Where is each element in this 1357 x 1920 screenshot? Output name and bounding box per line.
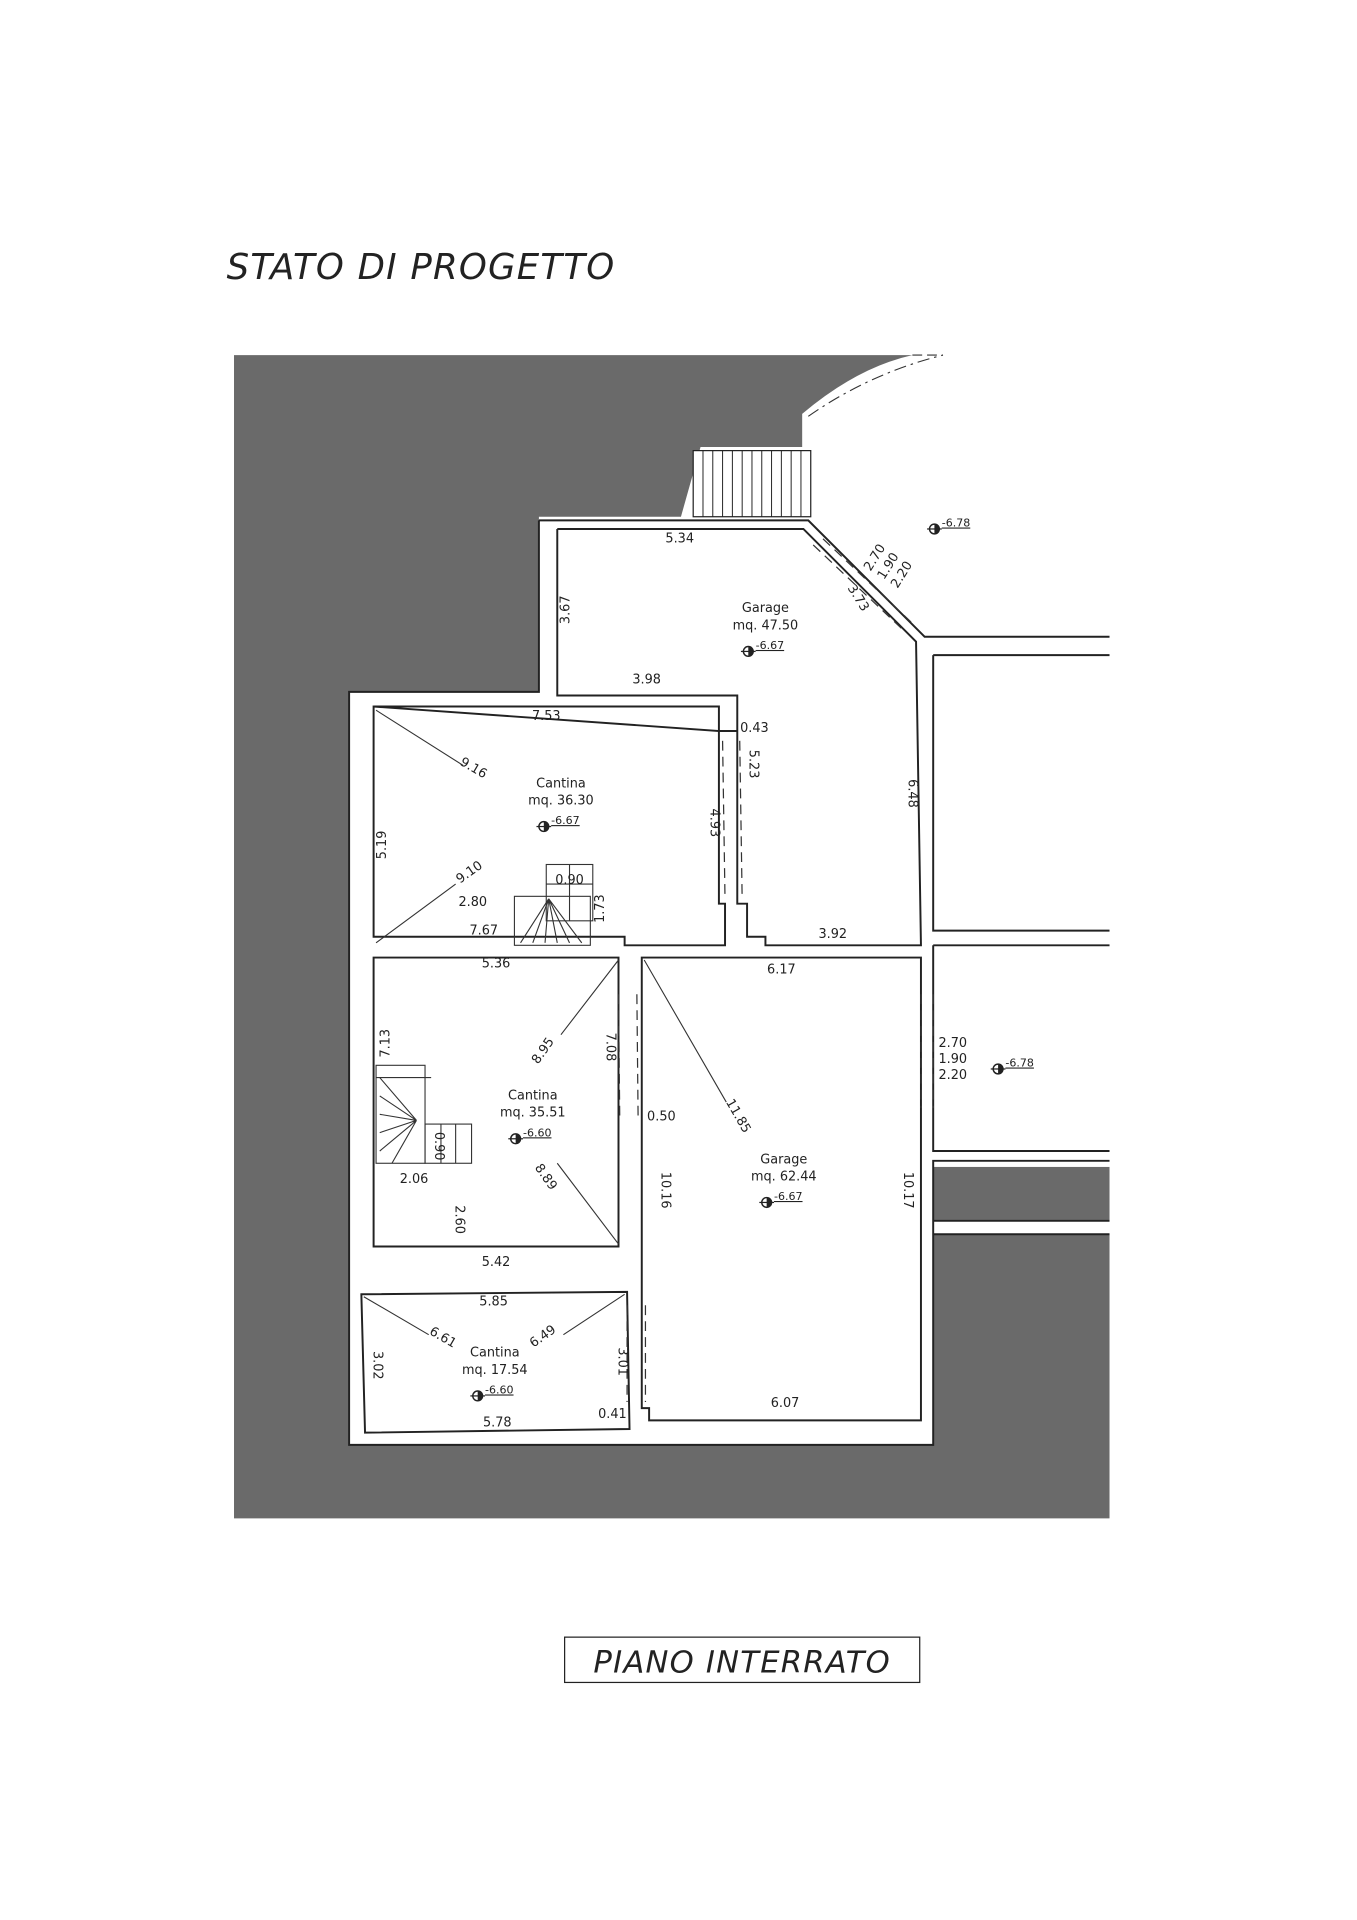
- room-area: mq. 47.50: [733, 618, 799, 633]
- footer-label: PIANO INTERRATO: [593, 1646, 891, 1681]
- dimension-label: 10.17: [900, 1172, 915, 1209]
- dimension-label: 9.10: [454, 858, 486, 887]
- room-elevation: -6.67: [551, 814, 580, 827]
- dimension-label: 5.23: [746, 750, 761, 779]
- elevation-marker-icon: [740, 645, 756, 658]
- dimension-label: 6.49: [527, 1322, 559, 1351]
- dimension-label: 3.92: [818, 927, 847, 942]
- dimension-label: 2.60: [452, 1205, 467, 1234]
- exterior-elevation: -6.78: [1005, 1057, 1034, 1070]
- elevation-marker-icon: [759, 1196, 775, 1209]
- elevation-marker-icon: [990, 1063, 1006, 1075]
- dimension-label: 3.98: [632, 672, 661, 687]
- room-name: Garage: [742, 601, 789, 616]
- property-curve: [807, 354, 944, 417]
- room-area: mq. 17.54: [462, 1363, 528, 1378]
- elevation-marker-icon: [508, 1133, 523, 1145]
- dimension-label: 6.17: [767, 962, 796, 977]
- room-name: Garage: [760, 1152, 807, 1167]
- room-elevation: -6.67: [756, 639, 785, 652]
- dimension-label: 5.34: [665, 531, 694, 546]
- elevation-marker-icon: [470, 1390, 486, 1402]
- terrain-band: [933, 1166, 1110, 1221]
- room-area: mq. 36.30: [528, 793, 594, 808]
- elevation-marker-icon: [927, 523, 942, 535]
- room-name: Cantina: [536, 776, 586, 791]
- dimension-label: 0.50: [647, 1109, 676, 1124]
- dimension-label: 5.36: [482, 956, 511, 971]
- room-elevation: -6.60: [485, 1383, 514, 1396]
- walls: [348, 519, 1110, 1446]
- room-name: Cantina: [470, 1346, 520, 1361]
- dimension-label: 2.06: [400, 1172, 429, 1187]
- room-area: mq. 35.51: [500, 1106, 566, 1121]
- dimension-label: 3.02: [370, 1351, 385, 1380]
- dimension-label: 7.53: [532, 709, 561, 724]
- room-elevation: -6.67: [774, 1190, 803, 1203]
- room-elevation: -6.60: [523, 1126, 552, 1139]
- dimension-label: 4.93: [706, 809, 721, 838]
- page-title: STATO DI PROGETTO: [227, 247, 616, 288]
- diagonal-measurements: [363, 709, 727, 1336]
- dimension-label: 0.90: [431, 1132, 446, 1161]
- dimension-label: 7.08: [602, 1033, 617, 1062]
- dimension-label: 2.70: [938, 1036, 967, 1051]
- dimension-label: 2.20: [938, 1068, 967, 1083]
- dimension-label: 3.73: [844, 582, 872, 614]
- dimension-label: 3.67: [559, 595, 574, 624]
- dimension-label: 0.90: [555, 873, 584, 888]
- dimension-label: 5.42: [482, 1255, 511, 1270]
- dimension-label: 5.78: [483, 1416, 512, 1431]
- elevation-marker-icon: [536, 820, 552, 833]
- dimension-label: 6.07: [771, 1396, 800, 1411]
- exterior-elevation: -6.78: [942, 517, 971, 530]
- dimension-label: 0.41: [598, 1407, 627, 1422]
- dimension-label: 5.85: [479, 1294, 508, 1309]
- footer-box: [564, 1636, 921, 1684]
- dimension-label: 3.01: [615, 1347, 630, 1376]
- room-name: Cantina: [508, 1089, 558, 1104]
- dimension-label: 8.89: [531, 1161, 560, 1193]
- dimension-label: 9.16: [457, 755, 489, 782]
- interior-stairs: [375, 863, 594, 1164]
- dimension-label: 6.61: [427, 1324, 459, 1351]
- entrance-stairs: [692, 450, 812, 518]
- room-area: mq. 62.44: [751, 1169, 817, 1184]
- terrain-fill: [234, 355, 1110, 1519]
- dimension-label: 1.73: [593, 894, 608, 923]
- dimension-label: 7.13: [379, 1029, 394, 1058]
- dimension-label: 11.85: [722, 1097, 753, 1136]
- dimension-label: 6.48: [905, 779, 920, 808]
- dimension-label: 7.67: [470, 923, 499, 938]
- dimension-label: 8.95: [529, 1035, 558, 1067]
- dimension-label: 10.16: [657, 1172, 672, 1209]
- dimension-label: 0.43: [740, 721, 769, 736]
- dimension-label: 1.90: [938, 1052, 967, 1067]
- dimension-label: 2.80: [458, 895, 487, 910]
- dimension-label: 5.19: [375, 831, 390, 860]
